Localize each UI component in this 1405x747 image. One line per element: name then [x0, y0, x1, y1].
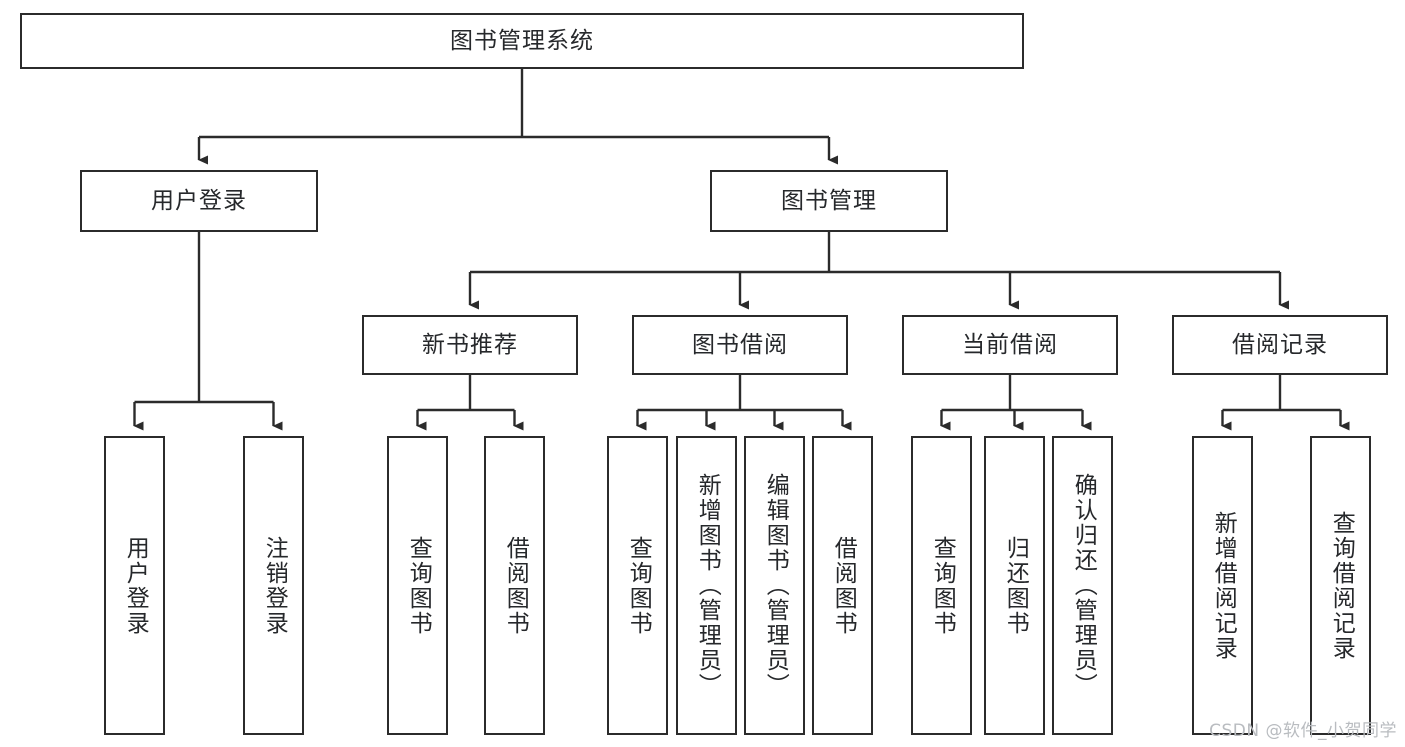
- node-root[interactable]: 图书管理系统: [20, 13, 1024, 69]
- node-label: 图书管理系统: [450, 27, 594, 54]
- node-leaf-borrow-book-1[interactable]: 借阅图书: [484, 436, 545, 735]
- node-label: 借阅记录: [1232, 331, 1328, 358]
- node-user-login[interactable]: 用户登录: [80, 170, 318, 232]
- node-leaf-query-record[interactable]: 查询借阅记录: [1310, 436, 1371, 735]
- node-label: 查询图书: [625, 535, 652, 636]
- node-label: 归还图书: [1002, 535, 1029, 636]
- node-label: 新增图书（管理员）: [694, 473, 721, 698]
- node-label: 图书借阅: [692, 331, 788, 358]
- node-borrow-record[interactable]: 借阅记录: [1172, 315, 1388, 375]
- node-book-manage[interactable]: 图书管理: [710, 170, 948, 232]
- node-label: 当前借阅: [962, 331, 1058, 358]
- node-leaf-user-logout[interactable]: 注销登录: [243, 436, 304, 735]
- node-leaf-add-book[interactable]: 新增图书（管理员）: [676, 436, 737, 735]
- node-leaf-confirm-return[interactable]: 确认归还（管理员）: [1052, 436, 1113, 735]
- node-label: 图书管理: [781, 187, 877, 214]
- node-label: 借阅图书: [830, 535, 857, 636]
- node-book-borrow[interactable]: 图书借阅: [632, 315, 848, 375]
- node-leaf-query-book-1[interactable]: 查询图书: [387, 436, 448, 735]
- node-leaf-add-record[interactable]: 新增借阅记录: [1192, 436, 1253, 735]
- node-label: 查询图书: [929, 535, 956, 636]
- node-new-book-recommend[interactable]: 新书推荐: [362, 315, 578, 375]
- node-leaf-borrow-book-2[interactable]: 借阅图书: [812, 436, 873, 735]
- node-current-borrow[interactable]: 当前借阅: [902, 315, 1118, 375]
- node-label: 用户登录: [151, 187, 247, 214]
- node-label: 注销登录: [261, 535, 288, 636]
- watermark-text: CSDN @软件_小贺同学: [1209, 721, 1397, 741]
- node-leaf-query-book-2[interactable]: 查询图书: [607, 436, 668, 735]
- node-label: 确认归还（管理员）: [1070, 473, 1097, 698]
- node-leaf-user-login[interactable]: 用户登录: [104, 436, 165, 735]
- node-label: 借阅图书: [502, 535, 529, 636]
- node-leaf-return-book[interactable]: 归还图书: [984, 436, 1045, 735]
- node-label: 用户登录: [122, 535, 149, 636]
- node-label: 新书推荐: [422, 331, 518, 358]
- node-label: 查询借阅记录: [1328, 510, 1355, 661]
- node-leaf-query-book-3[interactable]: 查询图书: [911, 436, 972, 735]
- node-label: 编辑图书（管理员）: [762, 473, 789, 698]
- node-label: 查询图书: [405, 535, 432, 636]
- node-label: 新增借阅记录: [1210, 510, 1237, 661]
- node-leaf-edit-book[interactable]: 编辑图书（管理员）: [744, 436, 805, 735]
